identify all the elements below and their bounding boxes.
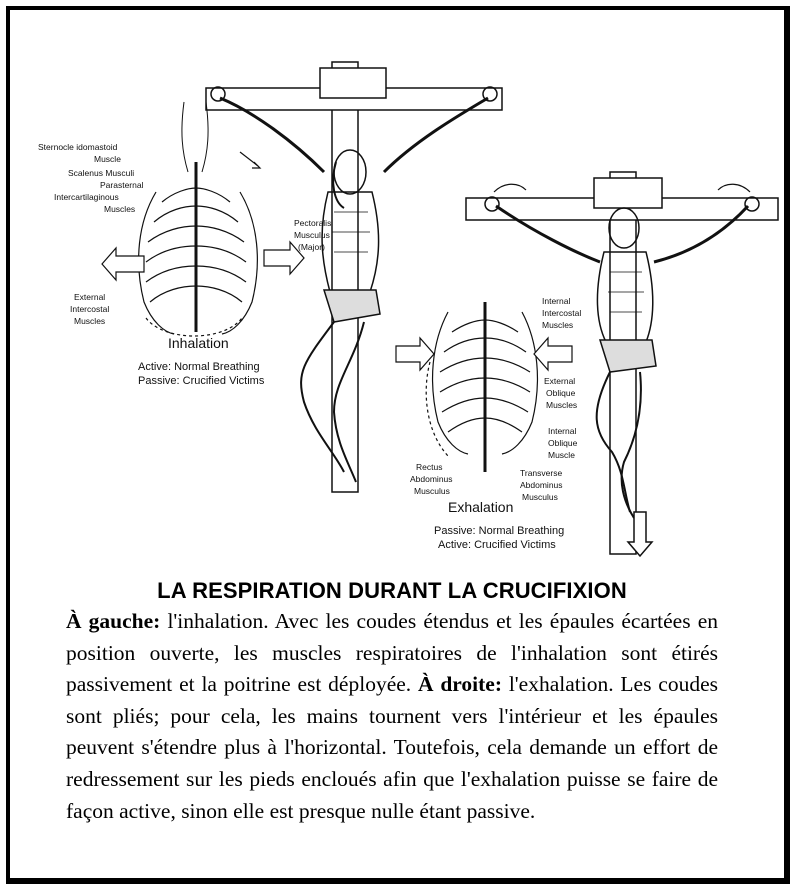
exhalation-line-2: Active: Crucified Victims — [438, 539, 556, 551]
right-label-8: Oblique — [548, 438, 578, 448]
right-label-6: Muscles — [546, 400, 577, 410]
caption: LA RESPIRATION DURANT LA CRUCIFIXION À g… — [66, 578, 718, 827]
left-label-8: Musculus — [294, 230, 330, 240]
left-label-1: Sternocle idomastoid — [38, 142, 118, 152]
right-panel-labels: Internal Intercostal Muscles External Ob… — [410, 296, 581, 551]
right-label-14: Abdominus — [520, 480, 563, 490]
page-frame: Sternocle idomastoid Muscle Scalenus Mus… — [6, 6, 790, 884]
exhalation-heading: Exhalation — [448, 499, 513, 515]
inhalation-heading: Inhalation — [168, 335, 229, 351]
right-label-2: Intercostal — [542, 308, 581, 318]
right-label-4: External — [544, 376, 575, 386]
left-cross-drawing — [206, 62, 502, 492]
left-label-9: (Major) — [298, 242, 325, 252]
caption-right-label: À droite: — [418, 672, 502, 696]
left-label-12: Muscles — [74, 316, 105, 326]
left-label-7: Pectoralis — [294, 218, 331, 228]
left-label-11: Intercostal — [70, 304, 109, 314]
left-label-4: Parasternal — [100, 180, 144, 190]
inhalation-line-1: Active: Normal Breathing — [138, 361, 260, 373]
right-label-5: Oblique — [546, 388, 576, 398]
caption-left-label: À gauche: — [66, 609, 160, 633]
right-label-12: Musculus — [414, 486, 450, 496]
exhalation-line-1: Passive: Normal Breathing — [434, 525, 564, 537]
right-label-11: Abdominus — [410, 474, 453, 484]
left-label-5: Intercartilaginous — [54, 192, 119, 202]
crucifixion-respiration-illustration: Sternocle idomastoid Muscle Scalenus Mus… — [34, 42, 782, 562]
right-label-10: Rectus — [416, 462, 442, 472]
left-label-6: Muscles — [104, 204, 135, 214]
right-label-15: Musculus — [522, 492, 558, 502]
right-label-7: Internal — [548, 426, 576, 436]
left-ribcage-drawing — [102, 102, 304, 336]
right-label-1: Internal — [542, 296, 570, 306]
inhalation-line-2: Passive: Crucified Victims — [138, 375, 265, 387]
right-label-13: Transverse — [520, 468, 562, 478]
left-label-3: Scalenus Musculi — [68, 168, 134, 178]
caption-body: À gauche: l'inhalation. Avec les coudes … — [66, 606, 718, 827]
right-label-3: Muscles — [542, 320, 573, 330]
left-label-2: Muscle — [94, 154, 121, 164]
caption-title: LA RESPIRATION DURANT LA CRUCIFIXION — [66, 578, 718, 604]
right-label-9: Muscle — [548, 450, 575, 460]
left-label-10: External — [74, 292, 105, 302]
